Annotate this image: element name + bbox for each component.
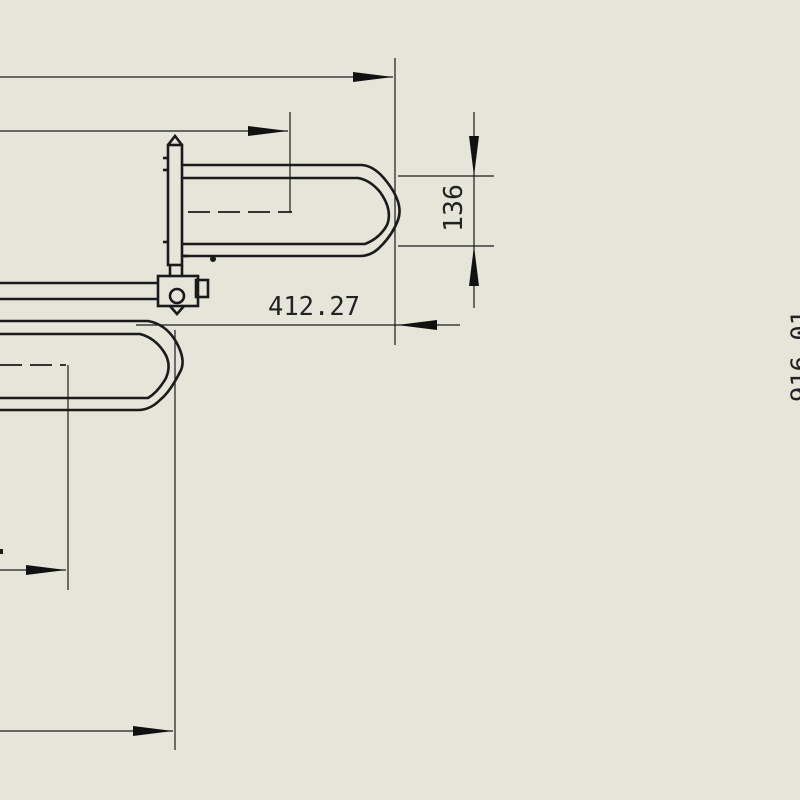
second-dimension-line — [0, 112, 291, 212]
hinge-block — [156, 256, 216, 316]
bottom-dimension — [0, 330, 176, 750]
dimension-136: 136 — [398, 112, 494, 308]
mounting-post — [166, 143, 184, 267]
dimension-412-27: 412.27 — [136, 292, 460, 330]
lower-rail-inner — [0, 332, 170, 400]
upper-handle-part — [163, 133, 401, 267]
dimension-136-label: 136 — [439, 184, 469, 232]
lower-handle-part — [0, 319, 184, 412]
horizontal-arm — [0, 281, 158, 301]
top-dimension-line — [0, 58, 396, 345]
dimension-412-27-label: 412.27 — [268, 292, 360, 322]
upper-rail-outer — [182, 163, 401, 258]
lower-left-dimension — [0, 365, 69, 590]
partial-dimension-label: 916.01 — [786, 310, 800, 402]
lower-rail-outer — [0, 319, 184, 412]
upper-rail-inner — [182, 176, 391, 246]
